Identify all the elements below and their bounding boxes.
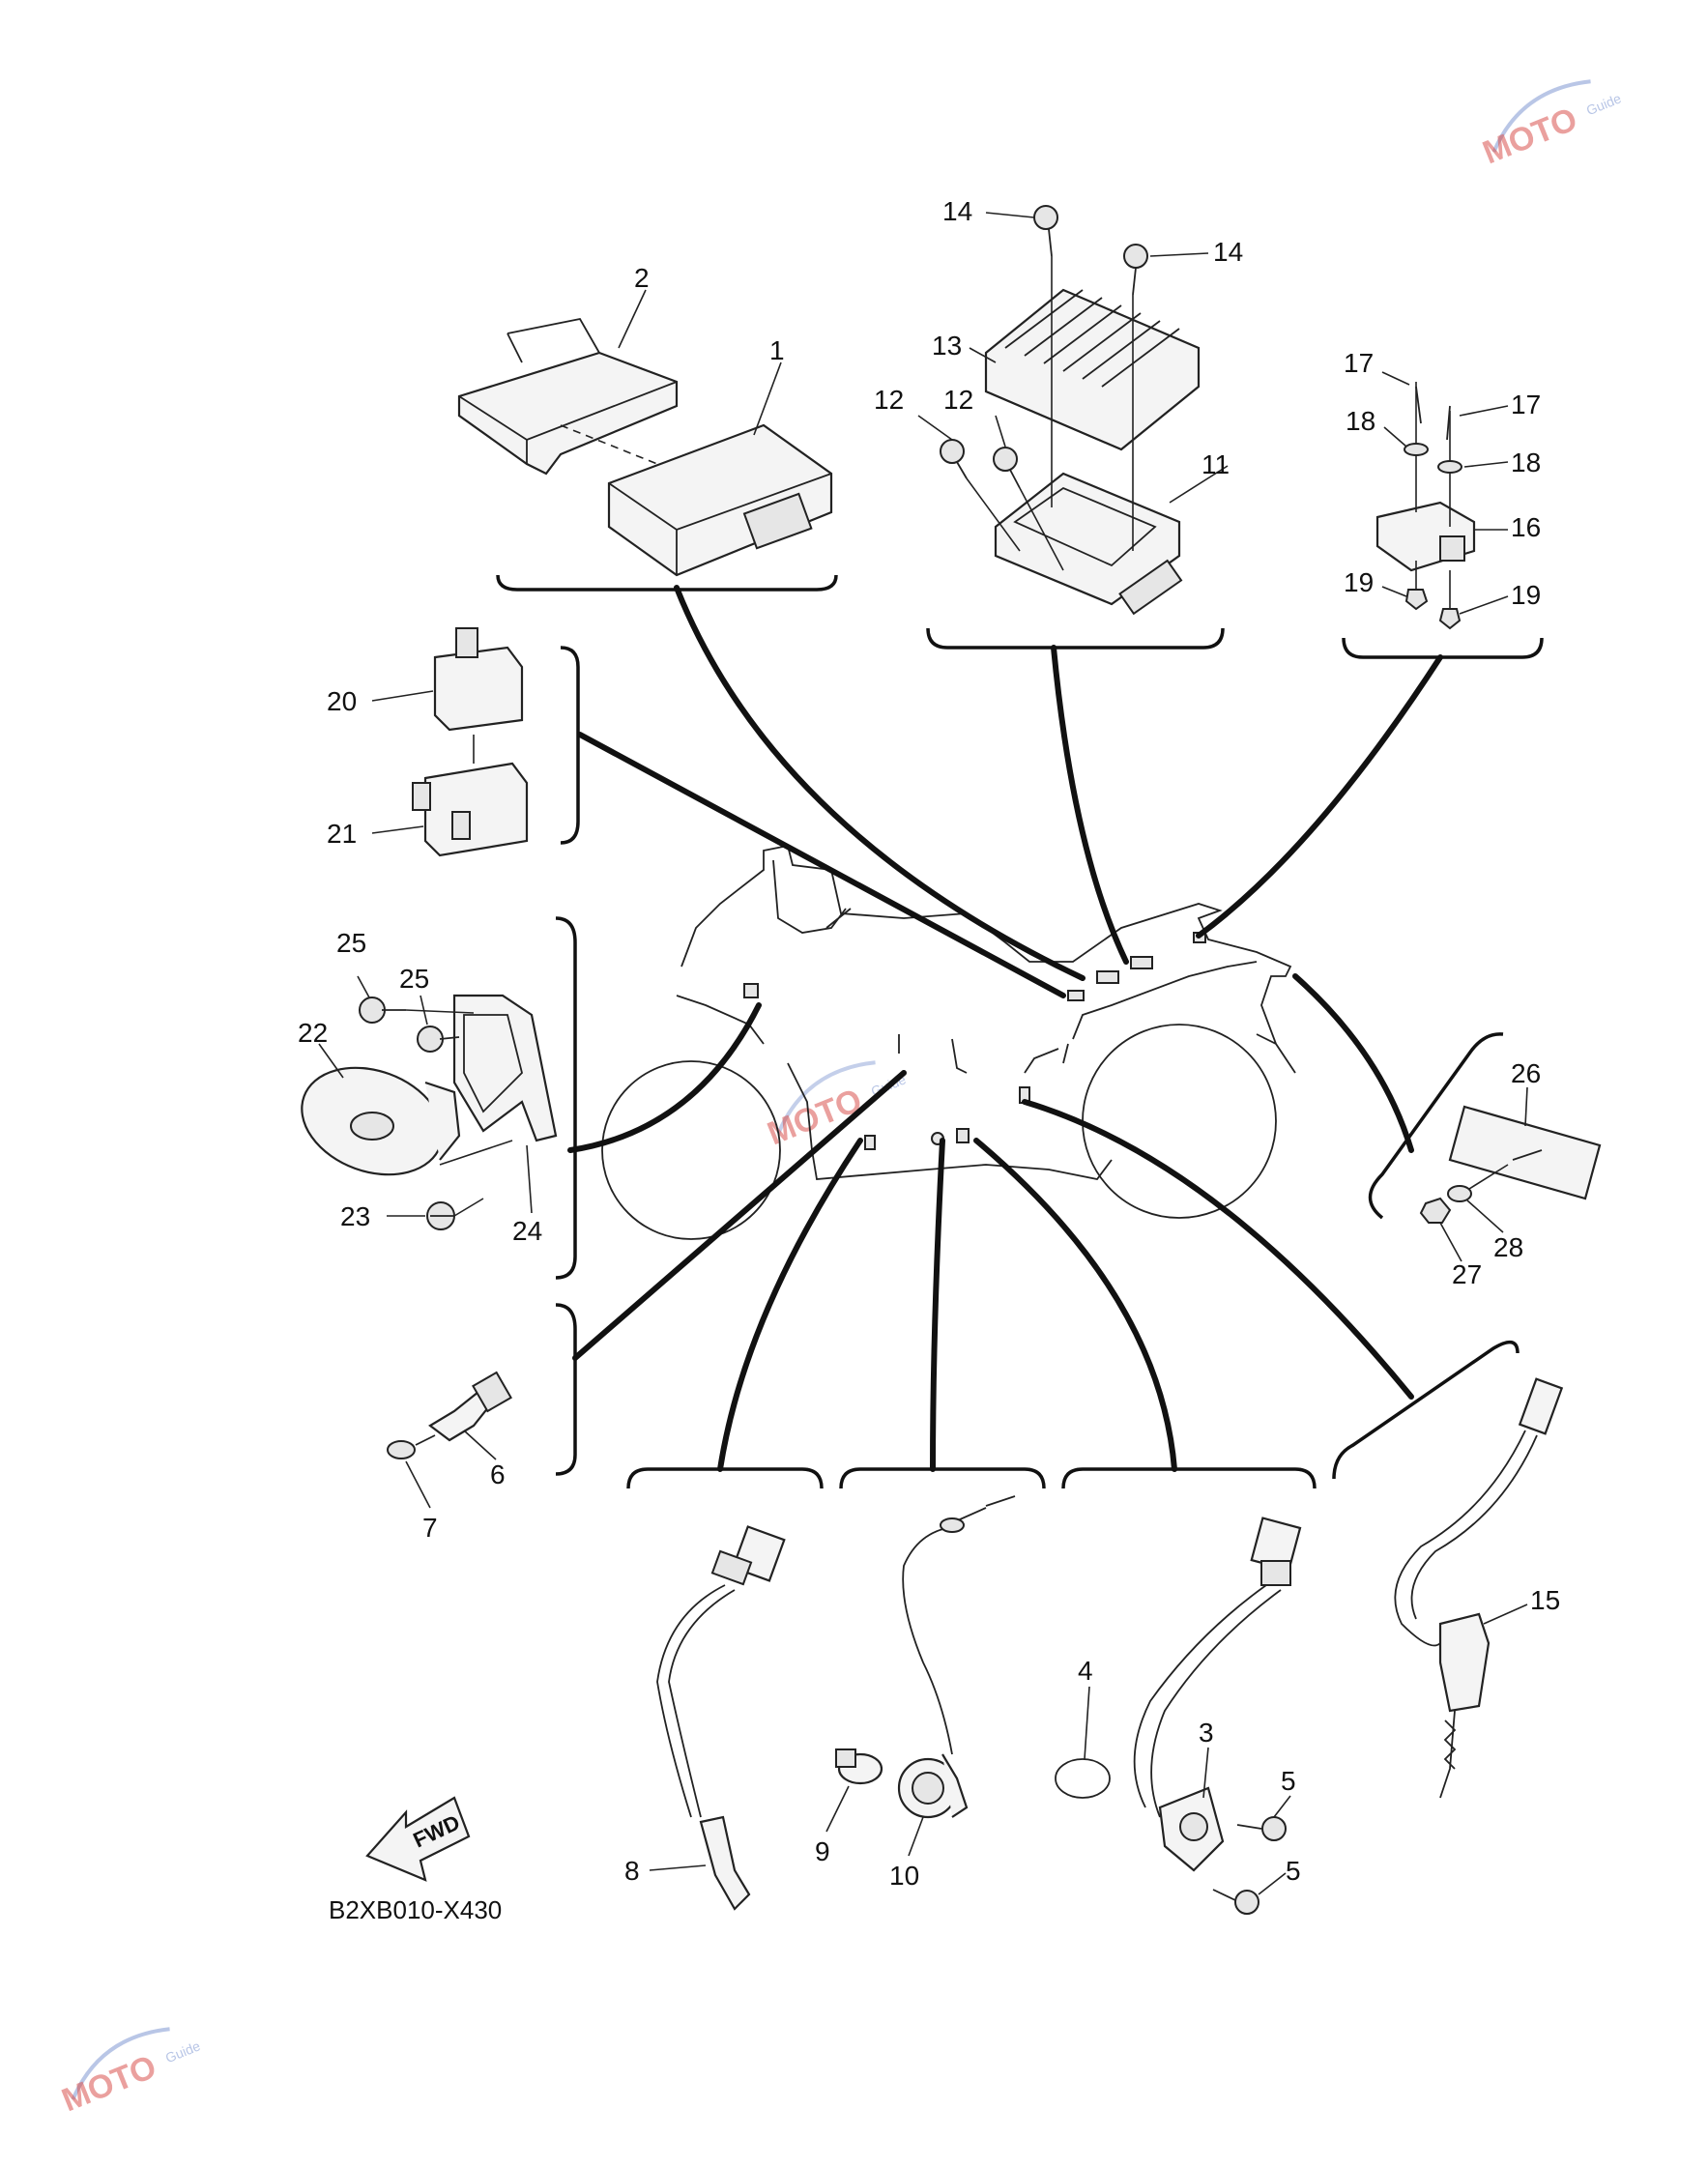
part-ecu <box>607 423 833 577</box>
part-switch-9 <box>835 1748 883 1785</box>
connector-marker <box>956 1128 970 1143</box>
callout-9: 9 <box>815 1836 830 1866</box>
motorcycle-outline <box>601 844 1296 1240</box>
callout-4: 4 <box>1078 1656 1093 1686</box>
part-plate-26 <box>1448 1105 1602 1200</box>
callout-26: 26 <box>1511 1058 1541 1088</box>
callout-24: 24 <box>512 1216 542 1246</box>
callout-14-left: 14 <box>942 196 972 226</box>
watermark-top-right: MOTO Guide <box>1478 79 1624 171</box>
callout-27: 27 <box>1452 1259 1482 1289</box>
callout-leaders <box>318 212 1528 1895</box>
part-horn-bracket <box>439 994 558 1166</box>
callout-numbers: 2 1 11 13 12 12 14 14 17 17 18 18 16 19 … <box>298 196 1560 1891</box>
callout-16: 16 <box>1511 512 1541 542</box>
callout-19-left: 19 <box>1344 567 1374 597</box>
callout-5-top: 5 <box>1281 1766 1296 1796</box>
part-ecu-bracket <box>457 317 679 476</box>
diagram-code: B2XB010-X430 <box>329 1895 502 1924</box>
connector-marker <box>743 983 759 998</box>
callout-11: 11 <box>1201 449 1230 479</box>
callout-19-right: 19 <box>1511 580 1541 610</box>
part-relay-cover-21 <box>412 762 529 857</box>
part-nut-27 <box>1419 1197 1452 1224</box>
callout-14-right: 14 <box>1213 237 1243 267</box>
connector-marker <box>1096 970 1119 984</box>
callout-17-left: 17 <box>1344 348 1374 378</box>
callout-10: 10 <box>889 1861 919 1891</box>
watermark-sub: Guide <box>163 2037 203 2066</box>
callout-20: 20 <box>327 686 357 716</box>
forward-arrow-icon: FWD <box>365 1796 471 1882</box>
callout-15: 15 <box>1530 1585 1560 1615</box>
part-sensor-3 <box>1133 1517 1302 1872</box>
callout-18-right: 18 <box>1511 448 1541 477</box>
part-washer-28 <box>1447 1164 1509 1202</box>
leader-lines <box>567 585 1443 1472</box>
part-bolt <box>1212 1816 1287 1915</box>
callout-12-left: 12 <box>874 385 904 415</box>
callout-6: 6 <box>490 1459 506 1489</box>
connector-marker <box>864 1135 876 1150</box>
callout-1: 1 <box>769 335 785 365</box>
callout-8: 8 <box>624 1856 640 1886</box>
callout-2: 2 <box>634 263 650 293</box>
callout-25-right: 25 <box>399 964 429 994</box>
connector-marker <box>1130 956 1153 969</box>
watermark-center: MOTO Guide <box>763 1060 909 1152</box>
group-braces <box>496 574 1544 1489</box>
connector-marker <box>1067 990 1085 1001</box>
part-regulator <box>984 288 1201 451</box>
part-oring-4 <box>1055 1758 1111 1799</box>
part-relay-16 <box>1375 382 1476 630</box>
watermark-main: MOTO <box>57 2048 161 2119</box>
part-temp-sensor <box>387 1371 512 1459</box>
part-sensor-8 <box>656 1525 786 1911</box>
part-switch-15 <box>1394 1377 1564 1799</box>
callout-17-right: 17 <box>1511 390 1541 419</box>
callout-28: 28 <box>1493 1232 1523 1262</box>
watermark-main: MOTO <box>1478 101 1582 171</box>
callout-5-bottom: 5 <box>1286 1856 1301 1886</box>
watermark-bottom-left: MOTO Guide <box>57 2027 203 2119</box>
rear-wheel <box>1082 1024 1277 1219</box>
front-wheel <box>601 1060 781 1240</box>
callout-21: 21 <box>327 819 357 849</box>
callout-7: 7 <box>422 1513 438 1543</box>
callout-3: 3 <box>1199 1718 1214 1748</box>
callout-23: 23 <box>340 1201 370 1231</box>
callout-18-left: 18 <box>1346 406 1375 436</box>
watermark-sub: Guide <box>1584 90 1624 118</box>
callout-13: 13 <box>932 331 962 361</box>
part-bolt <box>359 997 484 1230</box>
part-sensor-10 <box>897 1495 1016 1819</box>
part-horn <box>301 1066 461 1176</box>
callout-22: 22 <box>298 1018 328 1048</box>
callout-25-left: 25 <box>336 928 366 958</box>
callout-12-right: 12 <box>943 385 973 415</box>
part-relay-20 <box>433 627 524 764</box>
